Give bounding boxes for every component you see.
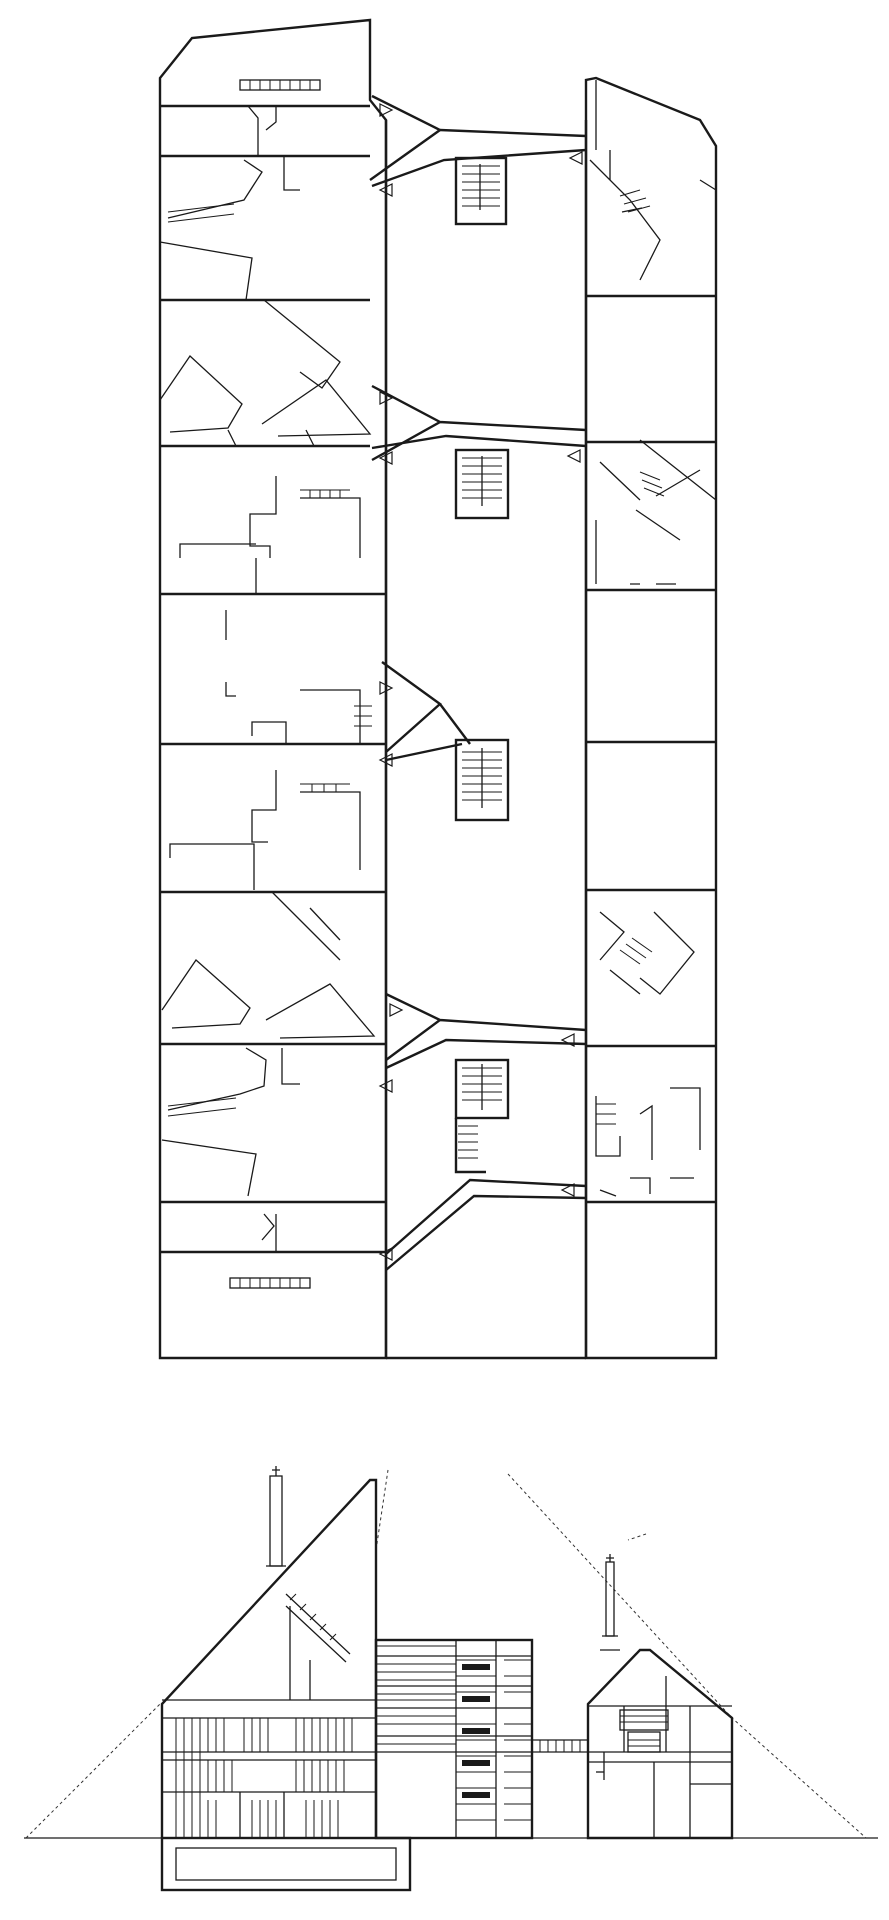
stair-core-4 [454, 1058, 510, 1174]
stair-core-1 [454, 156, 508, 226]
left-unit-details [159, 79, 376, 1289]
stair-core-3 [454, 738, 510, 822]
stair-core-2 [454, 448, 510, 520]
right-bay [584, 76, 718, 1360]
left-bay [158, 18, 388, 1360]
right-building-section [586, 1554, 734, 1840]
walkways [369, 94, 587, 1271]
floor-plan [158, 18, 718, 1360]
entry-markers [378, 103, 583, 1261]
left-building-section [160, 1466, 412, 1892]
construction-lines [25, 1469, 867, 1839]
section-elevation [24, 1466, 878, 1892]
central-tower-section [374, 1638, 588, 1840]
right-unit-details [589, 80, 717, 1197]
